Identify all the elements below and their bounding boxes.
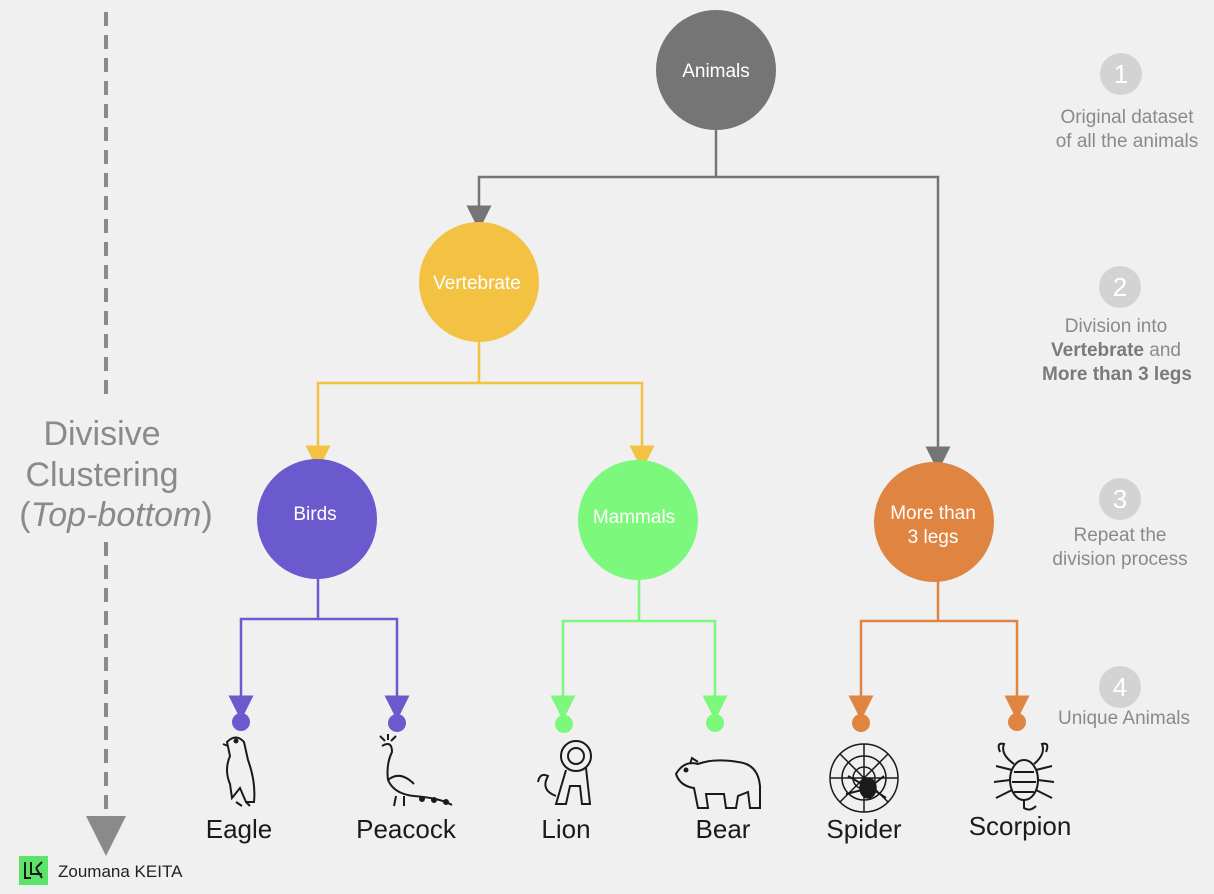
node-more-legs-label-line1: More than xyxy=(890,503,976,524)
step-2-and: and xyxy=(1144,340,1181,361)
connector-root-to-more-legs xyxy=(716,175,951,472)
leaf-label-eagle: Eagle xyxy=(206,814,273,844)
node-vertebrate: Vertebrate xyxy=(419,222,539,342)
step-3: 3 Repeat the division process xyxy=(1052,478,1188,570)
node-animals-label: Animals xyxy=(682,61,750,82)
node-mammals: Mammals xyxy=(578,460,698,580)
leaf-label-lion: Lion xyxy=(541,814,590,844)
step-4-number: 4 xyxy=(1113,672,1127,702)
node-animals: Animals xyxy=(656,10,776,130)
node-animals-circle xyxy=(656,10,776,130)
spider-icon xyxy=(829,743,899,813)
leaf-dot-peacock xyxy=(388,714,406,732)
connector-birds-to-eagle xyxy=(228,617,318,721)
node-mammals-label: Mammals xyxy=(593,507,675,528)
connector-more-legs-to-spider xyxy=(848,619,938,721)
side-axis: Divisive Clustering (Top-bottom) xyxy=(19,12,213,856)
root-connectors xyxy=(466,128,951,472)
step-3-line2: division process xyxy=(1052,549,1187,570)
side-label-line2: Clustering xyxy=(25,456,178,494)
node-more-legs-circle xyxy=(874,462,994,582)
connector-more-legs-to-scorpion xyxy=(938,619,1030,721)
step-2: 2 Division into Vertebrate and More than… xyxy=(1042,266,1192,385)
step-3-line1: Repeat the xyxy=(1074,525,1167,546)
step-2-badge xyxy=(1099,266,1141,308)
dc-logo-icon xyxy=(19,856,48,885)
leaf-label-spider: Spider xyxy=(826,814,901,844)
connector-birds-to-peacock xyxy=(318,617,410,721)
connector-vertebrate-to-mammals xyxy=(479,381,655,471)
connector-vertebrate-to-birds xyxy=(305,381,479,471)
node-birds-label: Birds xyxy=(293,504,336,525)
step-1: 1 Original dataset of all the animals xyxy=(1056,53,1199,152)
node-vertebrate-label: Vertebrate xyxy=(433,273,521,294)
step-2-bold-vertebrate: Vertebrate xyxy=(1051,340,1144,361)
side-label-paren-open: ( xyxy=(19,496,31,534)
vertebrate-connectors xyxy=(305,340,655,471)
leaf-label-bear: Bear xyxy=(696,814,751,844)
node-vertebrate-circle xyxy=(419,222,539,342)
peacock-icon xyxy=(379,734,453,807)
step-2-line1: Division into xyxy=(1065,316,1167,337)
step-3-badge xyxy=(1099,478,1141,520)
leaf-label-scorpion: Scorpion xyxy=(969,811,1072,841)
leaf-dot-lion xyxy=(555,715,573,733)
step-4-badge xyxy=(1099,666,1141,708)
step-4-line1: Unique Animals xyxy=(1058,708,1190,729)
leaf-dots xyxy=(232,713,1026,733)
leaf-dot-bear xyxy=(706,714,724,732)
side-label-line1: Divisive xyxy=(43,415,160,453)
side-label-line3: (Top-bottom) xyxy=(19,496,212,534)
lion-icon xyxy=(537,740,592,805)
connector-mammals-to-bear xyxy=(639,619,728,721)
step-1-number: 1 xyxy=(1114,59,1128,89)
connector-root-to-vertebrate xyxy=(466,175,716,231)
step-2-line3: More than 3 legs xyxy=(1042,364,1192,385)
author-credit: Zoumana KEITA xyxy=(19,856,183,885)
bear-icon xyxy=(674,756,761,809)
step-2-number: 2 xyxy=(1113,272,1127,302)
mammals-connectors xyxy=(550,578,728,721)
side-label-paren-close: ) xyxy=(201,496,212,534)
eagle-icon xyxy=(222,736,256,807)
connector-mammals-to-lion xyxy=(550,619,639,721)
scorpion-icon xyxy=(993,742,1055,811)
leaf-dot-scorpion xyxy=(1008,713,1026,731)
side-label-italic: Top-bottom xyxy=(31,496,202,534)
leaf-label-peacock: Peacock xyxy=(356,814,457,844)
step-1-line2: of all the animals xyxy=(1056,131,1199,152)
step-1-line1: Original dataset xyxy=(1060,107,1194,128)
node-more-than-3-legs: More than 3 legs xyxy=(874,462,994,582)
leaf-dot-eagle xyxy=(232,713,250,731)
author-name: Zoumana KEITA xyxy=(58,862,183,881)
step-2-line2: Vertebrate and xyxy=(1051,340,1181,361)
birds-connectors xyxy=(228,576,410,721)
node-birds: Birds xyxy=(257,459,377,579)
node-mammals-circle xyxy=(578,460,698,580)
leaf-labels: Eagle Peacock Lion Bear Spider Scorpion xyxy=(206,811,1072,844)
node-more-legs-label-line2: 3 legs xyxy=(908,527,959,548)
more-legs-connectors xyxy=(848,580,1030,721)
step-4: 4 Unique Animals xyxy=(1058,666,1190,729)
step-1-badge xyxy=(1100,53,1142,95)
node-birds-circle xyxy=(257,459,377,579)
step-3-number: 3 xyxy=(1113,484,1127,514)
leaf-dot-spider xyxy=(852,714,870,732)
